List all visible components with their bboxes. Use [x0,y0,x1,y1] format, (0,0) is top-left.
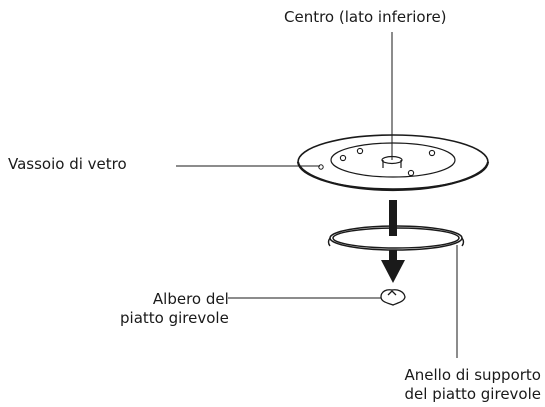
turntable-shaft-label: Albero del piatto girevole [120,290,229,328]
roller-ring-label: Anello di supporto del piatto girevole [404,366,541,404]
arrow-head-icon [381,260,405,283]
glass-tray-label: Vassoio di vetro [8,155,127,173]
arrow-shaft-lower [389,250,397,260]
center-label: Centro (lato inferiore) [284,8,447,26]
glass-tray [296,134,490,192]
ring-label-line1: Anello di supporto [404,366,541,384]
ring-label-line2: del piatto girevole [404,385,541,403]
shaft-label-line1: Albero del [152,290,229,308]
turntable-shaft [380,289,406,306]
arrow-shaft-upper [389,200,397,236]
shaft-label-line2: piatto girevole [120,309,229,327]
